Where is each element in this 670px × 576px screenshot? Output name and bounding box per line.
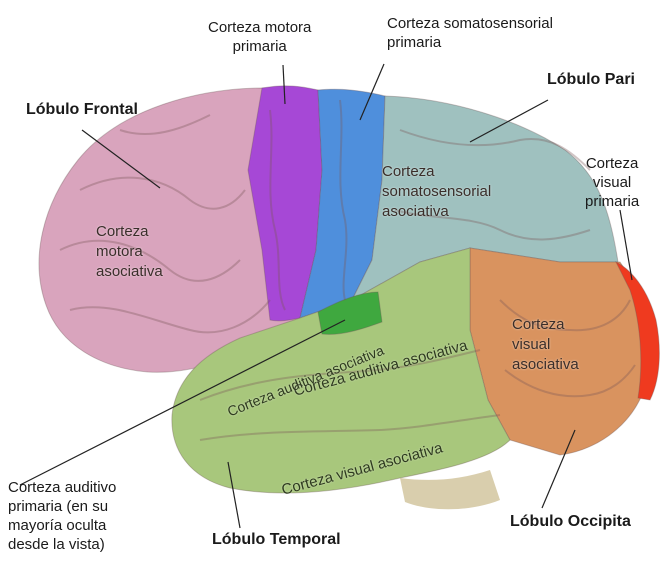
- primary-motor-cortex-label: Corteza motora primaria: [208, 18, 311, 56]
- primary-visual-cortex-label: Corteza visual primaria: [585, 154, 639, 211]
- parietal-lobe-label: Lóbulo Pari: [547, 70, 635, 89]
- visual-association-cortex-label: Corteza visual asociativa: [512, 315, 579, 375]
- motor-association-cortex-label: Corteza motora asociativa: [96, 222, 163, 282]
- primary-auditory-cortex-label: Corteza auditivo primaria (en su mayoría…: [8, 478, 116, 554]
- occipital-lobe-label: Lóbulo Occipita: [510, 512, 631, 531]
- temporal-lobe-label: Lóbulo Temporal: [212, 530, 341, 549]
- primary-somatosensory-cortex-label: Corteza somatosensorial primaria: [387, 14, 553, 52]
- somatosensory-association-cortex-label: Corteza somatosensorial asociativa: [382, 162, 491, 222]
- brainstem-shape: [400, 470, 500, 509]
- frontal-lobe-label: Lóbulo Frontal: [26, 100, 138, 119]
